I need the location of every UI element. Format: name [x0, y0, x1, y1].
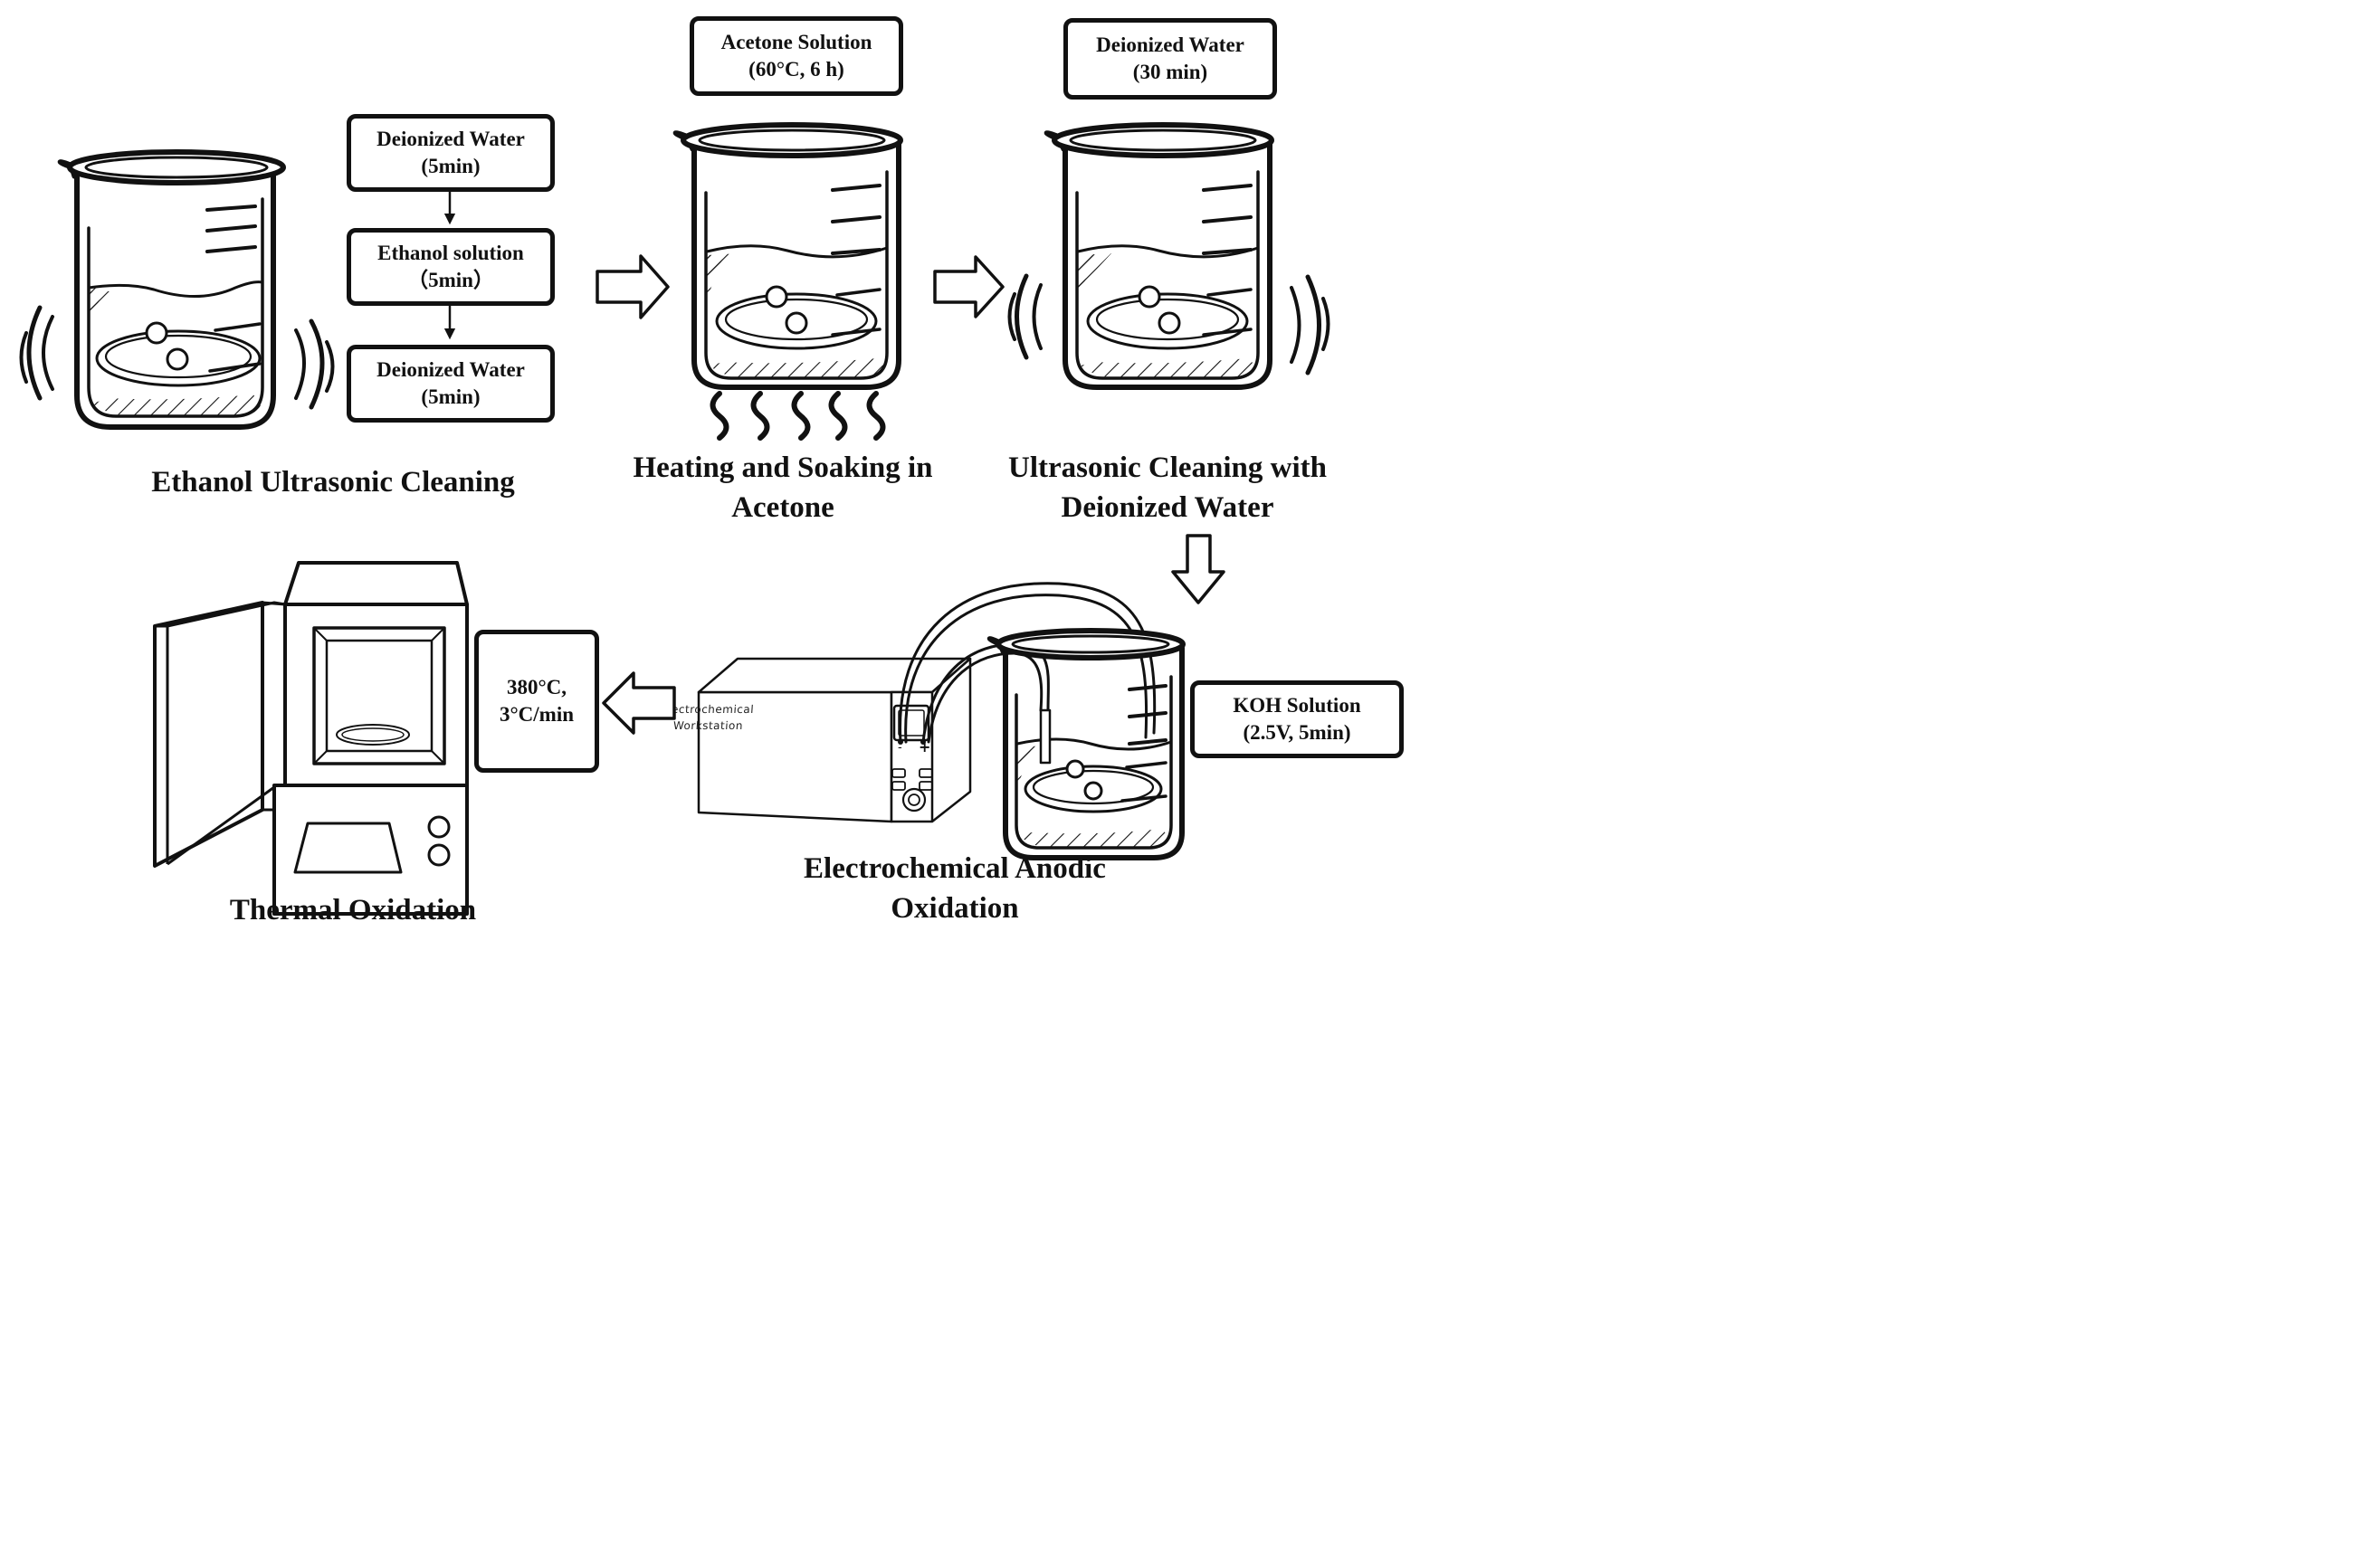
caption-acetone: Heating and Soaking in Acetone: [588, 449, 977, 527]
workstation-label-2: Workstation: [672, 719, 743, 732]
hollow-arrow-icon: [1171, 534, 1225, 604]
koh-condition-box: KOH Solution (2.5V, 5min): [1190, 680, 1404, 758]
dwater-box-line1: Deionized Water: [1096, 33, 1244, 57]
sound-waves-icon: [294, 318, 335, 410]
acetone-condition-box: Acetone Solution (60°C, 6 h): [690, 16, 903, 96]
caption-dwater-line2: Deionized Water: [1061, 490, 1274, 524]
substep-3-line2: (5min): [421, 385, 481, 408]
substep-box-1: Deionized Water (5min): [347, 114, 555, 192]
thermal-condition-box: 380°C, 3°C/min: [474, 630, 599, 773]
electrochemical-workstation-icon: [697, 657, 972, 823]
thermal-box-line1: 380°C,: [506, 676, 567, 699]
substep-3-line1: Deionized Water: [376, 358, 525, 382]
acetone-box-line2: (60°C, 6 h): [748, 58, 844, 81]
caption-acetone-line2: Acetone: [731, 490, 834, 524]
koh-box-line2: (2.5V, 5min): [1243, 721, 1351, 744]
caption-thermal: Thermal Oxidation: [172, 891, 534, 931]
substep-1-line2: (5min): [421, 155, 481, 177]
caption-anodic-line2: Oxidation: [891, 891, 1019, 925]
koh-box-line1: KOH Solution: [1233, 694, 1361, 717]
acetone-box-line1: Acetone Solution: [720, 31, 872, 54]
substep-box-3: Deionized Water (5min): [347, 345, 555, 423]
sound-waves-icon: [1290, 274, 1330, 375]
caption-dwater-line1: Ultrasonic Cleaning with: [1007, 451, 1327, 484]
hollow-arrow-icon: [933, 255, 1005, 318]
substep-2-line1: Ethanol solution: [377, 242, 524, 265]
sound-waves-icon: [1007, 273, 1043, 360]
substep-2-line2: （5min）: [407, 269, 494, 291]
dwater-condition-box: Deionized Water (30 min): [1063, 18, 1277, 100]
beaker-icon: [986, 628, 1186, 860]
beaker-icon: [1044, 122, 1274, 390]
sound-waves-icon: [19, 305, 54, 401]
caption-ethanol: Ethanol Ultrasonic Cleaning: [107, 463, 559, 503]
caption-anodic-line1: Electrochemical Anodic: [804, 852, 1106, 885]
substep-box-2: Ethanol solution （5min）: [347, 228, 555, 306]
hollow-arrow-icon: [602, 671, 676, 735]
process-diagram: Electrochemical Workstation - +: [19, 122, 1330, 916]
beaker-icon: [672, 122, 903, 390]
caption-dwater: Ultrasonic Cleaning with Deionized Water: [968, 449, 1367, 527]
hollow-arrow-icon: [596, 254, 670, 319]
dwater-box-line2: (30 min): [1132, 61, 1208, 83]
terminal-minus: -: [898, 741, 902, 755]
substep-1-line1: Deionized Water: [376, 128, 525, 151]
beaker-icon: [57, 149, 286, 430]
heat-waves-icon: [710, 391, 886, 441]
caption-acetone-line1: Heating and Soaking in: [633, 451, 933, 484]
caption-anodic: Electrochemical Anodic Oxidation: [760, 850, 1149, 928]
workstation-label-1: Electrochemical: [661, 703, 755, 716]
caption-ethanol-text: Ethanol Ultrasonic Cleaning: [151, 466, 515, 499]
thermal-box-line2: 3°C/min: [499, 703, 575, 726]
furnace-icon: [153, 561, 469, 916]
caption-thermal-text: Thermal Oxidation: [229, 894, 477, 927]
